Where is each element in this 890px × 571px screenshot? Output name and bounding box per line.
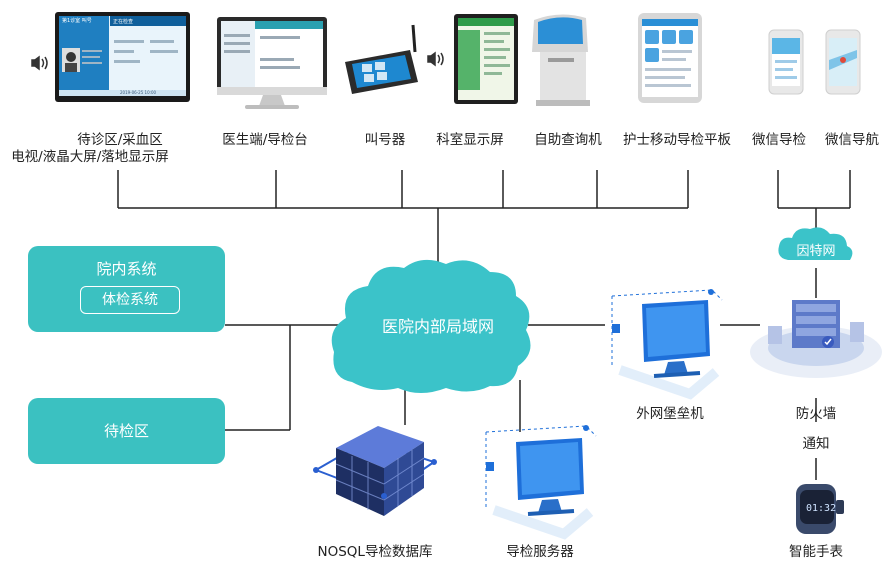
firewall-server xyxy=(750,300,882,378)
caller-device xyxy=(345,24,418,94)
tv-time-text: 2019-06-25 10:00 xyxy=(120,90,157,95)
tablet-device xyxy=(638,13,702,103)
phone-wechat-guide xyxy=(768,29,804,95)
label-nosql: NOSQL导检数据库 xyxy=(317,544,433,560)
waiting-area-title: 待检区 xyxy=(103,422,149,440)
tv-header-text: 第1诊室 叫号 xyxy=(62,18,92,24)
internet-label: 因特网 xyxy=(796,244,836,259)
smartwatch xyxy=(796,484,844,534)
waiting-area-box: 待检区 xyxy=(28,398,225,464)
nosql-cube xyxy=(313,426,437,516)
hospital-system-box: 院内系统 体检系统 xyxy=(28,246,225,332)
lan-cloud xyxy=(331,259,531,393)
dept-screen-device xyxy=(454,14,518,104)
desktop-monitor-device xyxy=(217,17,327,109)
smartwatch-time: 01:32 xyxy=(806,503,837,514)
hospital-system-title: 院内系统 xyxy=(96,260,157,278)
kiosk-device xyxy=(532,14,590,106)
speaker-icon-2 xyxy=(427,51,444,67)
tv-status-text: 正在检查 xyxy=(113,19,134,25)
label-firewall: 防火墙 xyxy=(795,406,837,422)
label-doctor: 医生端/导检台 xyxy=(222,132,308,148)
label-nurse-tablet: 护士移动导检平板 xyxy=(623,132,731,148)
label-dept-screen: 科室显示屏 xyxy=(436,132,504,148)
speaker-icon xyxy=(31,55,48,71)
phone-wechat-nav xyxy=(825,29,861,95)
label-waiting-line2: 电视/液晶大屏/落地显示屏 xyxy=(11,149,169,165)
physical-exam-system: 体检系统 xyxy=(80,286,180,314)
guide-server-monitor xyxy=(485,425,597,540)
label-smartwatch: 智能手表 xyxy=(789,544,843,560)
label-guide-server: 导检服务器 xyxy=(506,544,574,560)
label-wechat-nav: 微信导航 xyxy=(825,132,879,148)
label-waiting-line1: 待诊区/采血区 xyxy=(77,132,163,148)
label-waiting-area: 待诊区/采血区 xyxy=(40,128,200,148)
label-waiting-line2-wrap: 电视/液晶大屏/落地显示屏 xyxy=(0,145,180,165)
label-caller: 叫号器 xyxy=(364,132,406,148)
lan-label: 医院内部局域网 xyxy=(381,317,494,336)
tv-display-device xyxy=(55,12,190,102)
internet-cloud xyxy=(778,227,853,260)
label-wechat-guide: 微信导检 xyxy=(752,132,806,148)
label-bastion: 外网堡垒机 xyxy=(636,406,704,422)
label-notify: 通知 xyxy=(802,436,830,452)
connection-lines xyxy=(117,170,851,480)
label-kiosk: 自助查询机 xyxy=(534,132,602,148)
bastion-monitor xyxy=(611,289,723,400)
